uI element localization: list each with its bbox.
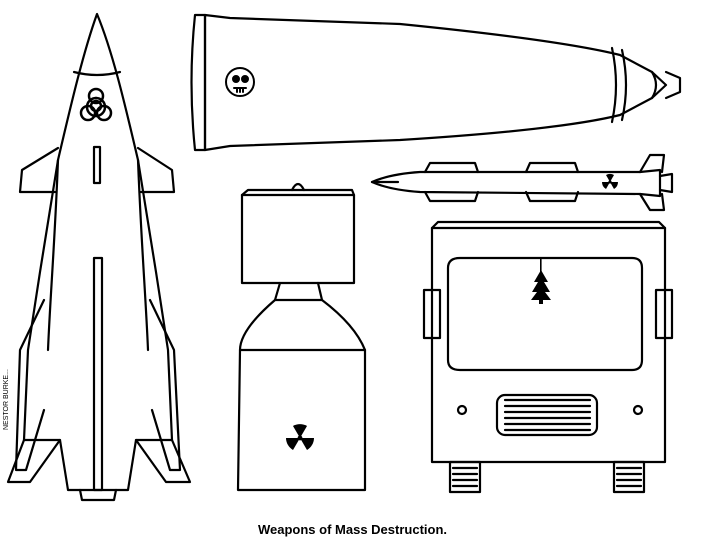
atomic-bomb-drawing — [236, 182, 367, 492]
rocket-body — [22, 12, 174, 492]
rocket-right-fin — [136, 146, 176, 194]
shell-body — [203, 13, 668, 152]
biohazard-icon — [79, 87, 113, 122]
truck-windshield — [446, 256, 644, 372]
bomb-tail-box — [240, 193, 356, 285]
pine-tree-air-freshener-icon — [531, 258, 551, 304]
missile-body — [370, 168, 662, 198]
left-wheel — [448, 460, 482, 494]
truck-box — [430, 226, 667, 464]
radiation-icon — [286, 424, 314, 450]
svg-text:NESTOR BURKE...: NESTOR BURKE... — [3, 369, 10, 430]
caption: Weapons of Mass Destruction. — [257, 522, 447, 537]
skull-icon — [225, 67, 255, 97]
cruise-missile-drawing — [370, 153, 674, 212]
bomb-shell-drawing — [190, 13, 682, 152]
rocket-lower-left-fin — [14, 298, 46, 472]
right-wheel — [612, 460, 646, 494]
signature-logo: NESTOR BURKE... — [3, 369, 10, 430]
truck-drawing — [422, 220, 674, 494]
rocket-left-fin — [18, 146, 60, 194]
radiation-icon — [601, 173, 619, 189]
rocket-drawing — [6, 12, 192, 502]
rocket-lower-right-fin — [148, 298, 182, 472]
bomb-body — [236, 298, 367, 492]
